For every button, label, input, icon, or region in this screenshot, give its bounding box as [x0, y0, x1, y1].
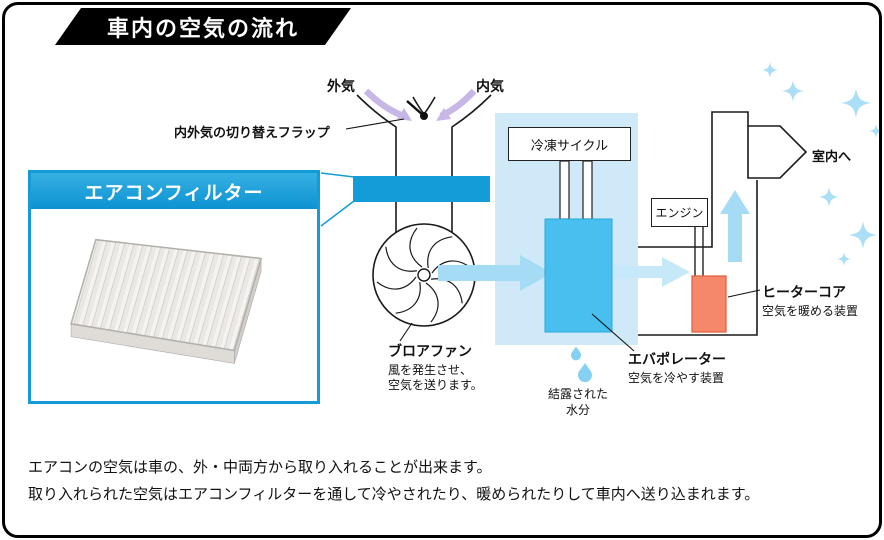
condensation-line2: 水分 [565, 403, 590, 417]
evaporator-label: エバポレーター [628, 351, 726, 367]
blower-fan-desc-1: 風を発生させ、 [388, 363, 473, 377]
engine-pipes [694, 227, 704, 276]
callout-lines [320, 172, 355, 227]
blower-pointer-line [399, 322, 413, 342]
air-filter-image-area [31, 211, 317, 403]
to-cabin-label: 室内へ [812, 149, 852, 164]
heater-core-label: ヒーターコア [762, 284, 846, 300]
air-filter-illustration [70, 238, 263, 364]
condensation-label: 結露された 水分 [528, 386, 628, 418]
intake-duct [356, 94, 492, 233]
outside-air-arrow-icon [363, 88, 412, 121]
heater-core-block [691, 275, 727, 333]
cabin-filter-bar [353, 176, 490, 202]
evaporator-desc: 空気を冷やす装置 [628, 371, 725, 385]
footer-text-line2: 取り入れられた空気はエアコンフィルターを通して冷やされたり、暖められたりして車内… [28, 486, 760, 503]
page-title: 車内の空気の流れ [106, 15, 299, 41]
blower-fan-label: ブロアファン [388, 343, 472, 359]
evaporator-block [544, 218, 613, 333]
heater-core-desc: 空気を暖める装置 [762, 304, 859, 318]
evaporator-pointer-line [591, 313, 635, 352]
footer-text-line1: エアコンの空気は車の、外・中両方から取り入れることが出来ます。 [28, 459, 492, 476]
inside-air-arrow-icon [436, 88, 477, 121]
heater-pointer-line [727, 289, 761, 298]
refrigeration-cycle-label: 冷凍サイクル [530, 137, 609, 153]
air-filter-title: エアコンフィルター [31, 173, 317, 209]
switch-flap-icon [406, 100, 428, 120]
condensation-line1: 結露された [547, 387, 608, 401]
flap-label: 内外気の切り替えフラップ [174, 125, 330, 140]
air-filter-callout: エアコンフィルター [28, 170, 320, 404]
duct-to-cabin [638, 111, 758, 336]
page-title-banner: 車内の空気の流れ [55, 8, 351, 45]
refrigeration-cycle-box: 冷凍サイクル [508, 127, 631, 161]
blower-fan-desc-2: 空気を送ります。 [388, 378, 483, 392]
airflow-arrow-main [438, 255, 552, 291]
pointer-lines [345, 118, 761, 352]
blower-fan-icon [372, 223, 476, 327]
airflow-arrow-warm [614, 257, 690, 287]
cabin-exit-arrow [747, 125, 808, 179]
upward-airflow-arrow [720, 190, 750, 262]
water-drop-icon [570, 346, 592, 383]
flap-pointer-line [345, 118, 405, 130]
engine-box: エンジン [651, 198, 708, 227]
filter-pleated-face [70, 238, 263, 352]
inside-air-label: 内気 [476, 78, 504, 94]
sparkle-icon [762, 62, 883, 266]
engine-label: エンジン [655, 206, 704, 220]
outside-air-label: 外気 [327, 78, 355, 94]
